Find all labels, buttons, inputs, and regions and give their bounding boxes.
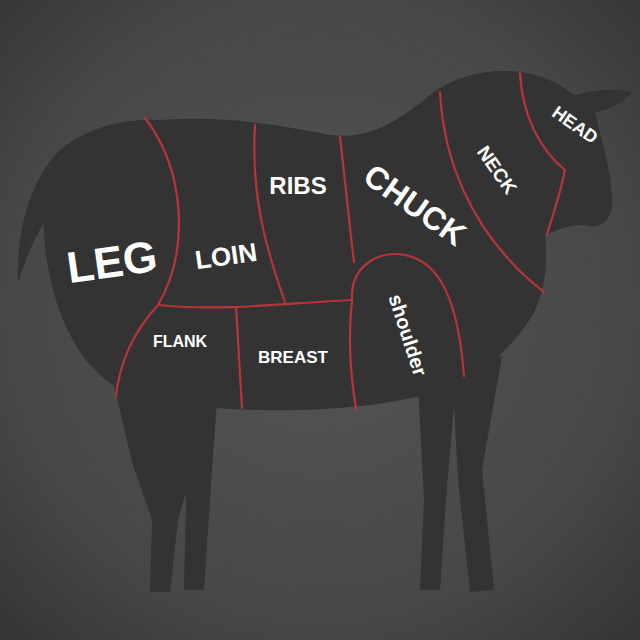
- part-name: shoulder: [385, 292, 430, 379]
- cut-lines: [116, 73, 565, 409]
- body: [43, 71, 632, 410]
- part-name: RIBS: [269, 174, 326, 198]
- part-name: LEG: [64, 234, 160, 290]
- part-name: LOIN: [193, 239, 258, 273]
- cut-line: [158, 300, 352, 307]
- cut-line: [340, 137, 354, 262]
- front-leg-back: [418, 382, 456, 590]
- part-name: FLANK: [153, 334, 207, 350]
- part-name: CHUCK: [358, 159, 471, 251]
- front-leg-front: [452, 356, 502, 592]
- cut-line: [350, 300, 356, 409]
- part-name: NECK: [474, 142, 520, 197]
- part-name: HEAD: [549, 103, 601, 147]
- cut-line: [236, 307, 242, 408]
- part-name: BREAST: [258, 349, 328, 366]
- cut-line: [440, 92, 544, 292]
- cut-line: [254, 125, 285, 302]
- sheep-silhouette: [18, 71, 632, 592]
- cut-line: [520, 73, 565, 234]
